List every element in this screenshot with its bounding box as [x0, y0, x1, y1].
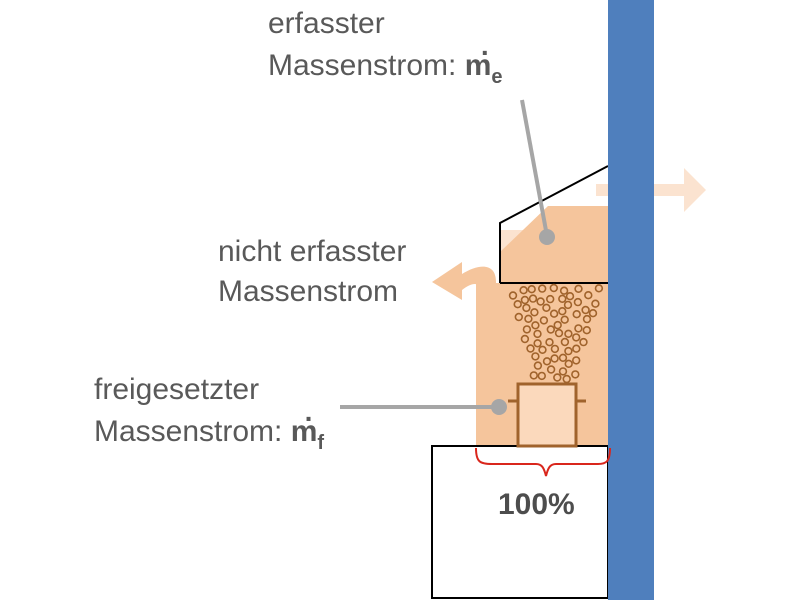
released-line2: Massenstrom: ·mf — [94, 403, 325, 461]
particle — [542, 303, 551, 312]
particle — [531, 352, 540, 361]
released-symbol-dot: · — [304, 403, 314, 434]
released-prefix: Massenstrom: — [94, 415, 291, 448]
captured-plume — [500, 206, 608, 283]
particle — [542, 357, 552, 366]
particle — [582, 326, 591, 335]
wall — [608, 0, 654, 600]
released-symbol-m: m — [290, 415, 318, 448]
particle — [559, 286, 569, 295]
uncaptured-flow-arrow — [432, 262, 496, 300]
particle — [562, 374, 571, 384]
hood-outline — [499, 165, 609, 283]
particle — [572, 344, 581, 353]
emission-source — [516, 382, 578, 448]
particle — [546, 325, 555, 334]
particle — [558, 353, 568, 362]
particle — [528, 294, 538, 303]
uncaptured-line1: nicht erfasster — [218, 235, 407, 268]
particle — [560, 315, 569, 324]
particle — [594, 284, 604, 293]
particle — [522, 325, 532, 334]
particle — [538, 345, 547, 354]
released-mass-symbol: ·mf — [290, 403, 325, 461]
captured-subscript: e — [491, 66, 503, 88]
released-subscript: f — [317, 432, 325, 454]
particle — [574, 324, 583, 333]
particle-cloud — [508, 283, 604, 384]
particle — [545, 294, 555, 304]
particle — [565, 292, 575, 301]
particle — [533, 329, 542, 339]
particle — [527, 285, 536, 294]
particle — [520, 295, 530, 305]
particle — [582, 314, 592, 324]
particle — [522, 303, 531, 313]
particle — [564, 329, 573, 338]
percent-brace — [475, 447, 611, 477]
leader-released-dot — [491, 399, 507, 415]
particle — [537, 284, 547, 293]
uncaptured-massflow-label: nicht erfasster Massenstrom — [218, 234, 406, 310]
work-table — [431, 445, 609, 599]
particle — [526, 344, 535, 353]
percent-label: 100% — [498, 488, 575, 521]
particle — [529, 371, 538, 380]
particle — [581, 305, 590, 315]
captured-symbol-dot: · — [480, 37, 491, 68]
particle — [550, 344, 560, 354]
uncaptured-line2: Massenstrom — [218, 275, 399, 308]
particle — [537, 371, 546, 381]
particle — [591, 299, 600, 308]
particle — [508, 291, 518, 300]
captured-symbol-m: m — [464, 49, 492, 82]
particle — [533, 339, 542, 348]
particle — [546, 365, 556, 374]
released-line1: freigesetzter — [94, 373, 260, 406]
particle — [520, 334, 530, 344]
captured-line1: erfasster — [268, 7, 385, 40]
particle — [588, 309, 598, 318]
particle — [571, 333, 581, 342]
particle — [545, 338, 554, 347]
particle — [533, 361, 543, 370]
captured-massflow-label: erfasster Massenstrom: ·me — [268, 6, 503, 95]
particle — [571, 356, 581, 365]
particle — [514, 312, 523, 322]
particle — [558, 367, 568, 376]
particle — [549, 309, 559, 318]
particle — [524, 314, 533, 323]
particle — [536, 297, 545, 306]
particle — [558, 307, 567, 316]
particle — [564, 346, 573, 356]
particle — [554, 328, 564, 338]
particle — [553, 320, 562, 330]
released-massflow-label: freigesetzter Massenstrom: ·mf — [94, 372, 324, 461]
particle — [558, 294, 567, 303]
particle — [579, 337, 588, 347]
particle — [584, 291, 593, 300]
particle — [513, 300, 522, 309]
leader-captured — [520, 99, 549, 237]
particle — [564, 359, 573, 368]
particle — [574, 284, 583, 293]
particle — [563, 300, 573, 310]
particle — [550, 354, 559, 363]
particle — [571, 370, 580, 379]
particle — [549, 283, 558, 293]
particle — [573, 297, 583, 307]
captured-line2: Massenstrom: ·me — [268, 37, 503, 95]
particle — [572, 310, 581, 319]
particle — [560, 337, 570, 347]
leader-captured-dot — [539, 229, 555, 245]
particle — [530, 308, 539, 317]
particle — [539, 316, 549, 325]
particle — [519, 286, 528, 295]
captured-mass-symbol: ·me — [464, 37, 503, 95]
particle — [553, 373, 562, 382]
particle — [531, 321, 540, 330]
captured-prefix: Massenstrom: — [268, 49, 465, 82]
